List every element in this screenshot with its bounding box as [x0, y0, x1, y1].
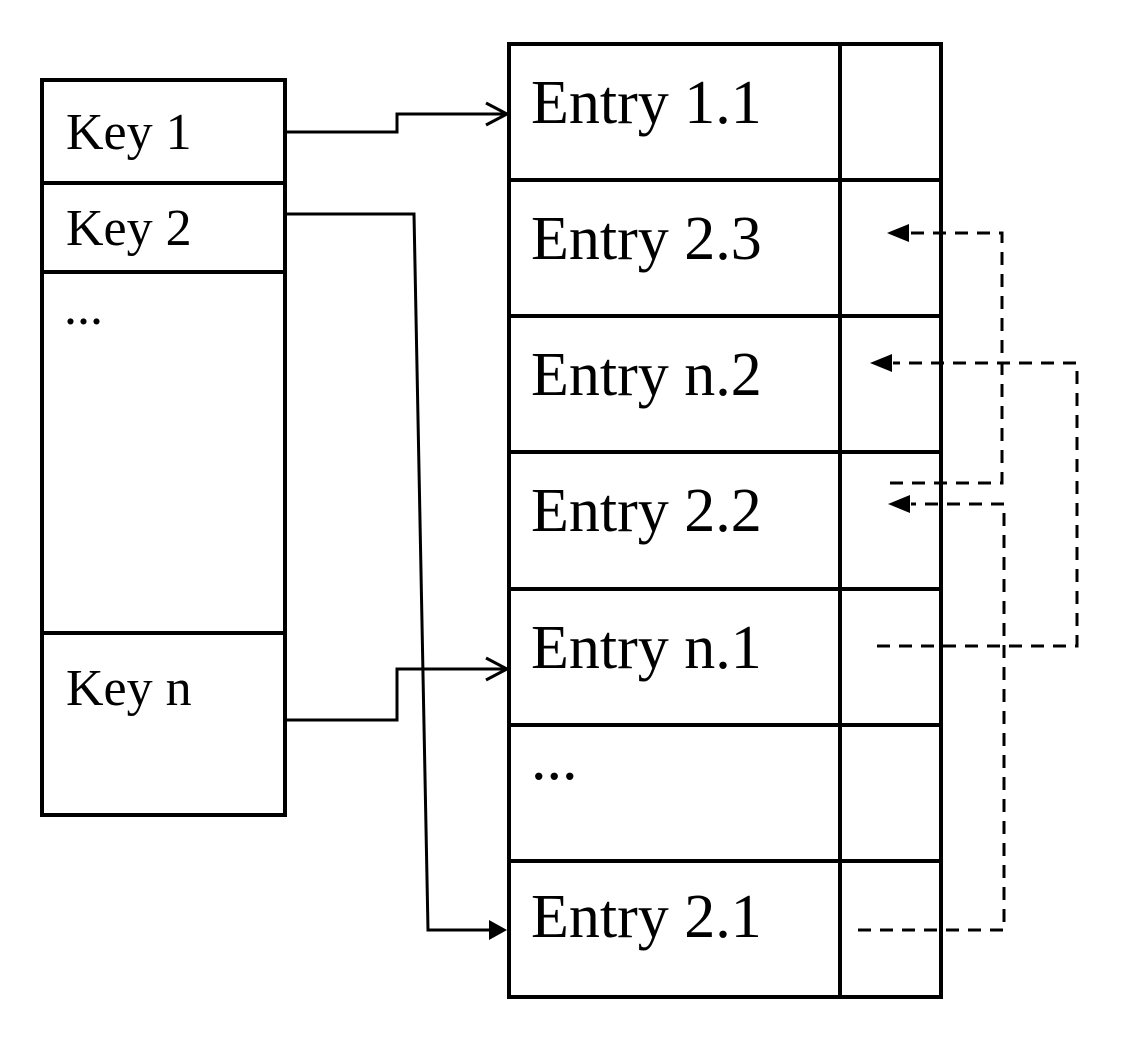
- entry-table: Entry 1.1 Entry 2.3 Entry n.2 Entry 2.2 …: [507, 42, 943, 999]
- entry-n-1-label: Entry n.1: [531, 614, 762, 682]
- entry-chain-pointer-arrows: [858, 224, 1079, 932]
- entry-2-2-label: Entry 2.2: [531, 477, 762, 545]
- pointer-entryn-2-arrowhead: [870, 354, 892, 372]
- entry-n-2-label: Entry n.2: [531, 341, 762, 409]
- pointer-entryn-1-to-entryn-2: [877, 361, 1079, 648]
- pointer-entry2-2-arrowhead: [888, 495, 910, 513]
- arrow-key1-to-entry1-1: [285, 112, 505, 134]
- entry-2-1-label: Entry 2.1: [531, 883, 762, 951]
- key-table-outline: [40, 78, 287, 817]
- key-n-label: Key n: [66, 660, 192, 717]
- arrow-key1-arrowhead: [485, 101, 511, 127]
- arrow-key2-to-entry2-1: [285, 212, 489, 932]
- arrow-key2-arrowhead: [489, 920, 507, 940]
- key-to-entry-arrows: [285, 101, 511, 940]
- key-1-label: Key 1: [66, 104, 192, 161]
- entry-ellipsis-label: ...: [531, 725, 578, 793]
- entry-2-3-label: Entry 2.3: [531, 205, 762, 273]
- pointer-entry2-1-to-entry2-2: [858, 502, 1006, 932]
- arrow-keyn-arrowhead: [485, 656, 511, 682]
- pointer-entry2-3-arrowhead: [887, 224, 909, 242]
- entry-1-1-label: Entry 1.1: [531, 69, 762, 137]
- pointer-entry2-2-to-entry2-3: [890, 231, 1004, 485]
- entry-table-outline: [507, 42, 943, 999]
- arrow-keyn-to-entryn-1: [285, 667, 505, 722]
- key-2-label: Key 2: [66, 200, 192, 257]
- key-ellipsis-label: ...: [64, 279, 103, 336]
- key-table: Key 1 Key 2 ... Key n: [40, 78, 287, 817]
